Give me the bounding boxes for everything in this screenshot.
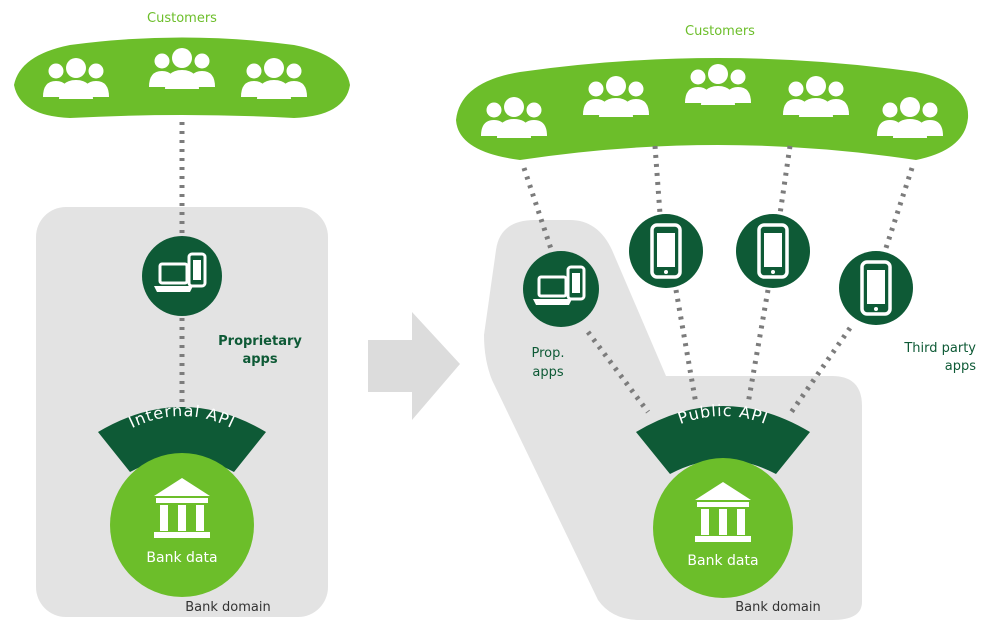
bank-data-label-left: Bank data [146,550,217,566]
prop-apps-label: Prop. [531,346,564,361]
customers-label-right: Customers [685,24,755,39]
public-api-band [636,406,810,474]
left-panel: Customers Proprietary apps Internal API … [14,11,350,617]
internal-api-band [98,407,266,472]
proprietary-apps-label: Proprietary [218,334,302,349]
prop-apps-label: apps [532,365,563,380]
arrow-right-icon [368,312,460,420]
third-party-apps-label: Third party [903,341,976,356]
bank-domain-label-right: Bank domain [735,600,820,615]
proprietary-apps-label: apps [242,352,277,367]
prop-apps-node [523,251,599,327]
proprietary-apps-node [142,236,222,316]
bank-data-label-right: Bank data [687,553,758,569]
right-panel: Customers Prop. apps Third party apps [456,24,976,620]
connector-dots [521,145,915,416]
third-party-apps-label: apps [945,359,976,374]
customers-label-left: Customers [147,11,217,26]
bank-domain-label-left: Bank domain [185,600,270,615]
